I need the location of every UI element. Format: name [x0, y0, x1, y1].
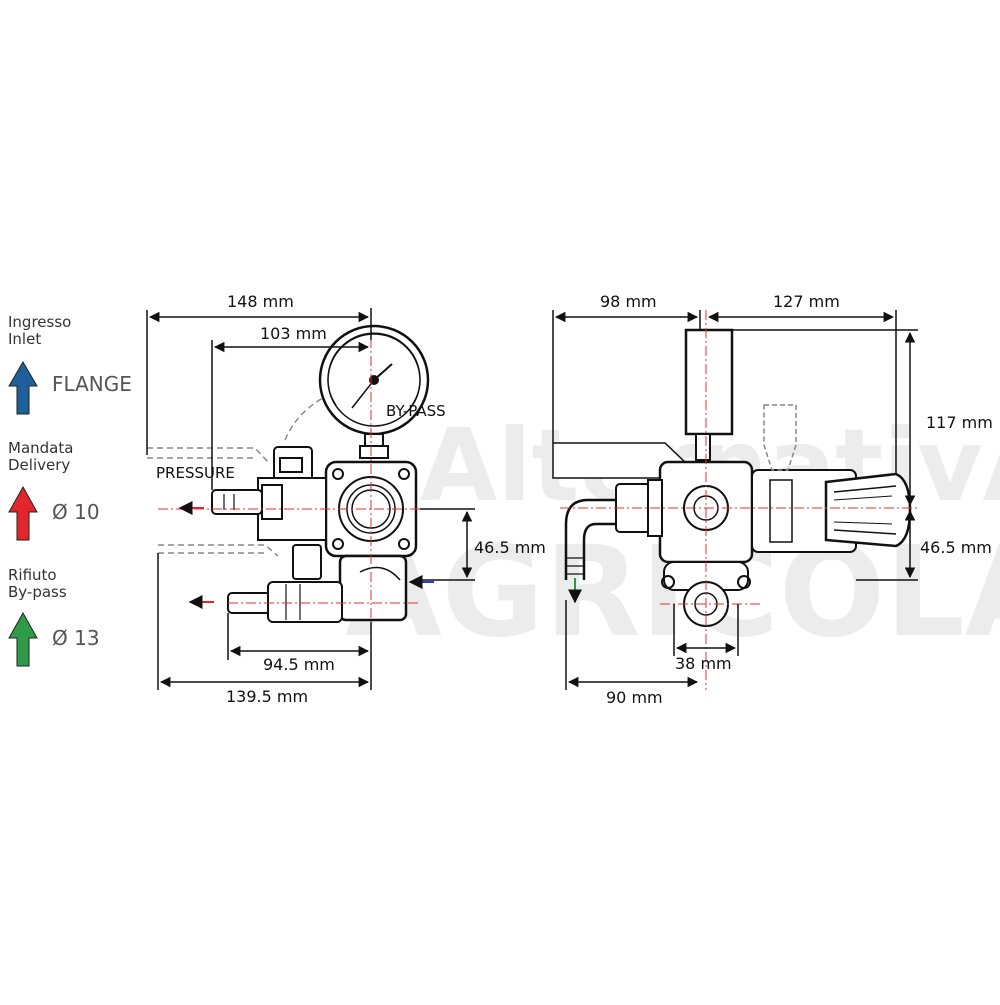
bypass-label: BY-PASS: [386, 402, 446, 420]
side-view: [552, 310, 920, 690]
legend-inlet-title1: Ingresso: [8, 313, 71, 331]
inlet-arrow-icon: [8, 361, 38, 415]
dim-port-spacing: 46.5 mm: [474, 538, 546, 557]
dim-port-gap: 38 mm: [675, 654, 732, 673]
dim-gauge-offset: 103 mm: [260, 324, 327, 343]
dim-height: 117 mm: [926, 413, 993, 432]
bypass-outlet: [227, 544, 343, 623]
legend-bypass-value: Ø 13: [52, 626, 100, 650]
dim-elbow-reach: 90 mm: [606, 688, 663, 707]
legend-inlet-value: FLANGE: [52, 372, 132, 396]
legend: Ingresso Inlet FLANGE Mandata Delivery Ø…: [8, 313, 132, 667]
delivery-arrow-icon: [8, 485, 38, 541]
front-view-labels: PRESSURE BY-PASS 148 mm 103 mm 46.5 mm 9…: [156, 292, 546, 706]
pressure-gauge: [318, 324, 430, 459]
dim-bypass-length: 94.5 mm: [263, 655, 335, 674]
dim-overall-width: 148 mm: [227, 292, 294, 311]
legend-bypass-title2: By-pass: [8, 583, 67, 601]
dim-left-width: 98 mm: [600, 292, 657, 311]
legend-delivery-title2: Delivery: [8, 456, 70, 474]
pressure-label: PRESSURE: [156, 464, 235, 482]
side-view-labels: 98 mm 127 mm 117 mm 46.5 mm 38 mm 90 mm: [600, 292, 993, 707]
legend-bypass-title1: Rifiuto: [8, 566, 57, 584]
legend-inlet-title2: Inlet: [8, 330, 41, 348]
legend-delivery-value: Ø 10: [52, 500, 100, 524]
bypass-arrow-icon: [8, 611, 38, 667]
dim-base-width: 139.5 mm: [226, 687, 308, 706]
front-view: [146, 308, 475, 690]
legend-delivery-title1: Mandata: [8, 439, 73, 457]
dim-right-width: 127 mm: [773, 292, 840, 311]
delivery-outlet: [211, 446, 327, 541]
dim-side-port-spacing: 46.5 mm: [920, 538, 992, 557]
